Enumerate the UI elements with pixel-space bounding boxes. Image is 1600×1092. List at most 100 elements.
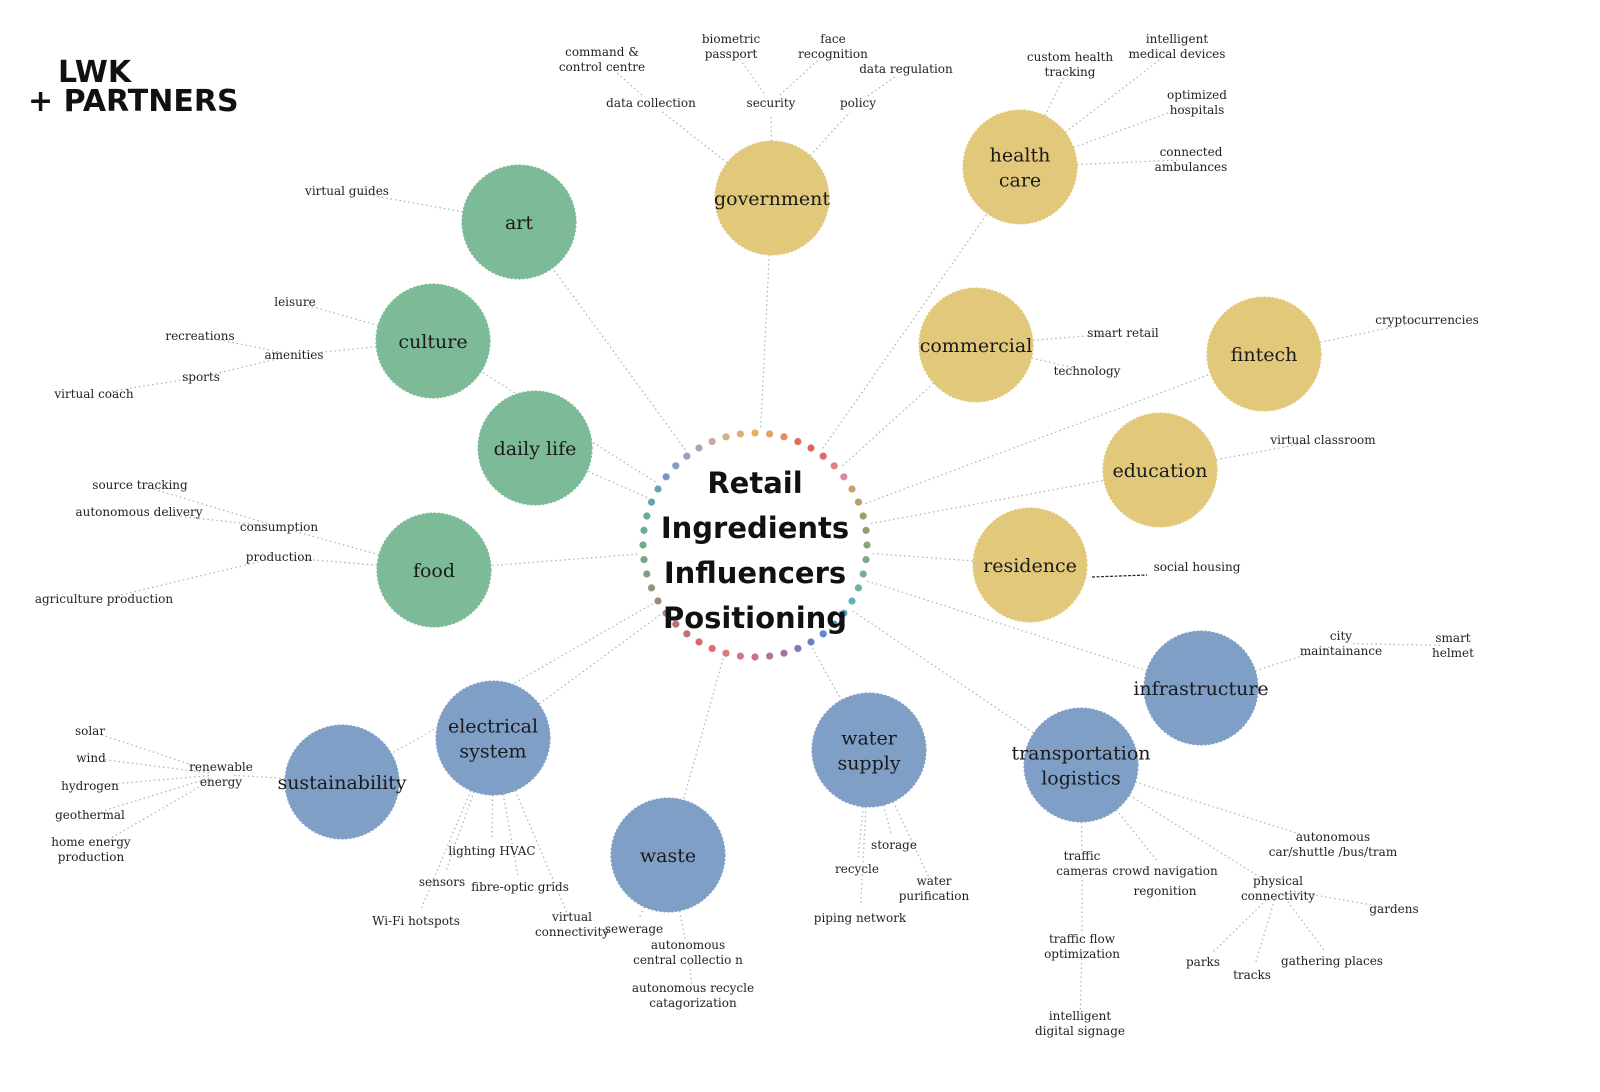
label-text: production (58, 850, 125, 864)
hub-dot (794, 644, 802, 653)
label-sensors: sensors (419, 875, 465, 889)
node-circle (1102, 412, 1218, 528)
label-wind: wind (76, 751, 106, 765)
node-circle (284, 724, 400, 840)
edge-electrical-fibre (502, 793, 519, 876)
label-piping: piping network (814, 911, 907, 925)
edge-center-water (811, 647, 842, 701)
label-sewerage: sewerage (605, 922, 663, 936)
label-text: city (1330, 629, 1352, 643)
label-lighting: lighting HVAC (448, 844, 535, 858)
node-label: transportation (1011, 743, 1150, 765)
label-wifi: Wi-Fi hotspots (372, 914, 460, 928)
node-circle (811, 692, 927, 808)
node-sustainability: sustainability (277, 724, 407, 840)
node-circle (972, 507, 1088, 623)
label-text: wind (76, 751, 106, 765)
label-text: tracks (1233, 968, 1271, 982)
label-virtual_guides: virtual guides (304, 184, 389, 198)
edge-policy-data_reg (867, 75, 897, 97)
label-text: data regulation (859, 62, 953, 76)
hub-dot (751, 653, 759, 661)
label-sports: sports (182, 370, 220, 384)
edge-center-infrastructure (867, 580, 1147, 672)
hub-dot (708, 644, 716, 653)
node-infrastructure: infrastructure (1133, 630, 1269, 746)
edge-city_maint-smart_helmet (1352, 643, 1442, 646)
node-circle (1023, 707, 1139, 823)
node-label: residence (983, 555, 1077, 577)
edge-physical_conn-parks (1211, 896, 1270, 955)
label-command: command &control centre (559, 45, 645, 74)
label-text: catagorization (649, 996, 737, 1010)
label-text: connectivity (1241, 889, 1315, 903)
edge-waste-auto_central (678, 910, 687, 941)
node-label: waste (640, 845, 696, 867)
label-leisure: leisure (274, 295, 316, 309)
edge-electrical-sensors (445, 791, 475, 871)
node-daily: daily life (477, 390, 593, 506)
edge-water-piping (860, 806, 867, 907)
hub-dot (854, 584, 863, 592)
edge-culture-leisure (306, 304, 379, 327)
hub-dot (722, 649, 730, 657)
label-recreations: recreations (165, 329, 234, 343)
hub-dot (794, 437, 802, 446)
hub-dot (840, 609, 848, 617)
label-virtual_coach: virtual coach (53, 387, 134, 401)
edge-security-biometric (737, 55, 765, 94)
node-label: daily life (494, 438, 577, 460)
label-text: piping network (814, 911, 907, 925)
node-label: electrical (448, 716, 538, 738)
hub-dot (848, 597, 856, 605)
label-text: helmet (1432, 646, 1474, 660)
label-text: gathering places (1281, 954, 1383, 968)
hub-dot (722, 433, 730, 441)
edge-water-storage (882, 804, 892, 834)
label-text: virtual guides (304, 184, 389, 198)
label-text: passport (705, 47, 758, 61)
hub-dot (647, 498, 656, 506)
hub-dot (859, 570, 867, 578)
edge-center-residence (872, 552, 974, 562)
hub-dot (766, 430, 774, 438)
hub-dot (683, 630, 691, 638)
edge-center-sustainability (391, 603, 653, 755)
node-label: health (990, 145, 1051, 167)
edge-health-intelligent_med (1064, 53, 1168, 133)
node-label: commercial (920, 335, 1033, 357)
edge-amenities-recreations (211, 337, 283, 354)
label-text: virtual coach (53, 387, 134, 401)
label-text: digital signage (1035, 1024, 1125, 1038)
edge-sports-virtual_coach (105, 378, 190, 393)
label-text: policy (840, 96, 876, 110)
edge-residence-social_housing (1091, 574, 1148, 578)
label-text: storage (871, 838, 917, 852)
node-circle (610, 797, 726, 913)
node-label: infrastructure (1133, 678, 1268, 700)
node-label: water (841, 728, 897, 750)
label-text: autonomous (1296, 830, 1370, 844)
label-text: geothermal (55, 808, 125, 822)
edge-waste-sewerage (638, 906, 645, 919)
edge-renewable-home_energy (101, 779, 211, 845)
label-text: data collection (606, 96, 696, 110)
edge-fintech-crypto (1319, 321, 1416, 343)
node-circle (461, 164, 577, 280)
edge-renewable-solar (101, 734, 210, 772)
node-label: food (413, 560, 455, 582)
edge-center-culture (480, 370, 656, 483)
edge-water-water_pur (892, 801, 930, 878)
node-commercial: commercial (918, 287, 1034, 403)
edge-security-face (779, 54, 825, 96)
hub-title-line: Influencers (664, 556, 846, 590)
node-circle (714, 140, 830, 256)
hub-dot (862, 526, 870, 534)
edge-center-waste (682, 658, 724, 801)
